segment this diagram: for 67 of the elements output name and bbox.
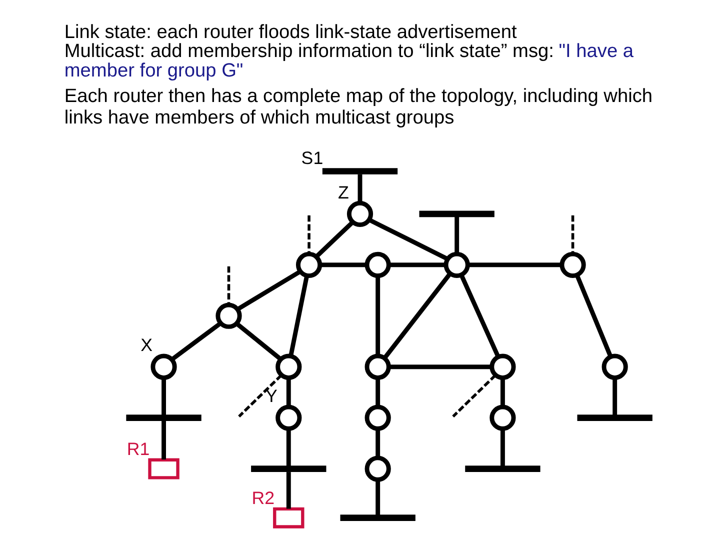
- node-circle: [364, 456, 391, 482]
- node-circle: [216, 302, 242, 329]
- node-bar: [465, 466, 540, 472]
- connector: [388, 262, 446, 268]
- node-circle: [296, 252, 322, 278]
- connector: [286, 428, 291, 466]
- node-bar: [251, 466, 326, 472]
- node-bar: [322, 168, 398, 174]
- connector: [376, 480, 380, 515]
- node-circle: [276, 404, 302, 431]
- node-circle: [444, 252, 470, 278]
- connector: [571, 215, 574, 254]
- connector: [459, 274, 500, 358]
- connector: [286, 378, 291, 407]
- node-label: R1: [126, 439, 150, 460]
- connector: [235, 322, 282, 361]
- label: Each router then has a complete map of the topology, including which links have members of which multicast groups: [64, 86, 653, 128]
- node-circle: [364, 252, 391, 278]
- connector: [376, 428, 380, 458]
- label: "I have a: [558, 41, 634, 62]
- node-label: Y: [265, 386, 278, 406]
- connector: [314, 220, 354, 258]
- node-box: [273, 507, 304, 528]
- connector: [468, 262, 562, 268]
- label: member for group G": [64, 60, 244, 82]
- connector: [286, 472, 291, 509]
- node-circle: [364, 354, 391, 380]
- node-circle: [276, 354, 302, 380]
- connector: [612, 378, 618, 416]
- connector: [358, 174, 362, 203]
- node-label: S1: [301, 148, 324, 168]
- node-circle: [346, 200, 374, 227]
- connector: [500, 428, 505, 466]
- label: Multicast: add membership information to “link state” msg:: [64, 41, 554, 62]
- connector: [454, 216, 460, 254]
- connector: [500, 378, 505, 407]
- node-label: Z: [338, 182, 349, 202]
- node-bar: [577, 414, 652, 421]
- node-bar: [340, 514, 416, 522]
- connector: [288, 275, 310, 356]
- connector: [452, 374, 496, 418]
- node-circle: [560, 252, 586, 278]
- connector: [227, 266, 230, 305]
- node-circle: [490, 354, 516, 380]
- connector: [170, 322, 222, 362]
- connector: [238, 374, 282, 418]
- connector: [376, 378, 380, 407]
- connector: [389, 364, 492, 370]
- node-bar: [126, 414, 202, 421]
- connector: [320, 262, 367, 268]
- connector: [308, 215, 310, 254]
- connector: [236, 270, 301, 312]
- node-label: R2: [252, 488, 275, 508]
- node-bar: [419, 210, 494, 218]
- connector: [574, 274, 613, 358]
- node-circle: [490, 404, 516, 431]
- node-circle: [602, 354, 628, 380]
- node-circle: [150, 354, 177, 380]
- node-circle: [364, 404, 391, 431]
- connector: [162, 420, 166, 460]
- connector: [162, 378, 166, 416]
- node-label: X: [140, 335, 153, 356]
- node-box: [148, 458, 180, 480]
- connector: [368, 218, 448, 261]
- connector: [382, 272, 452, 360]
- label: Link state: each router floods link-state advertisement: [64, 22, 517, 44]
- connector: [376, 276, 380, 356]
